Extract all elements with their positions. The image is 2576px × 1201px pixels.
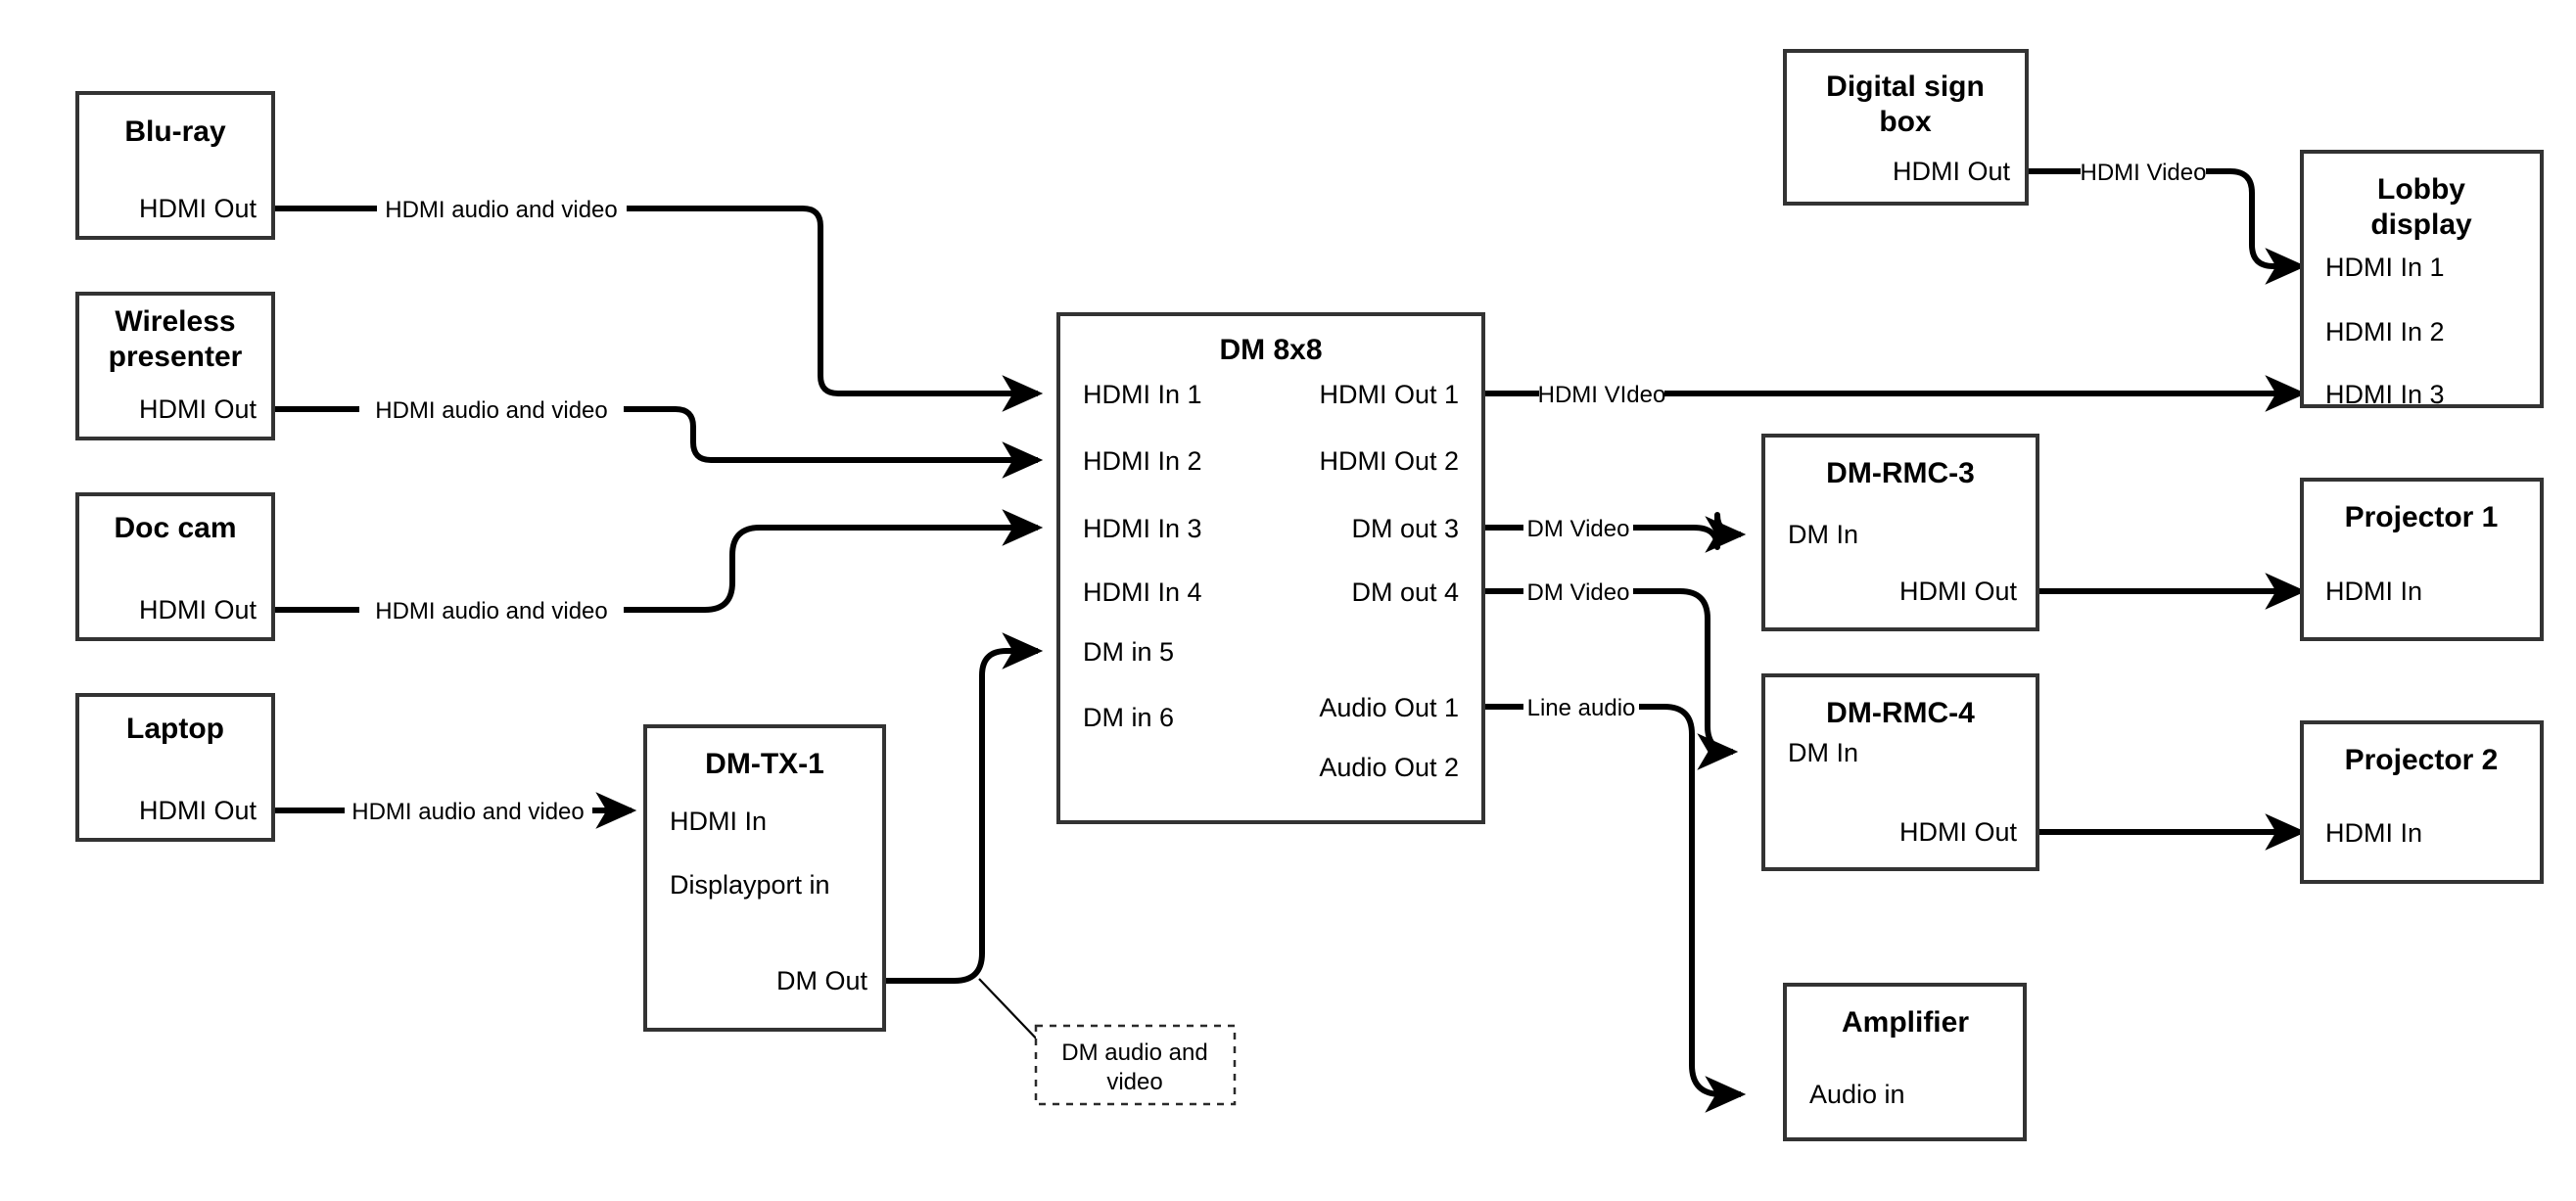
dm-tx-1-box[interactable] bbox=[643, 724, 886, 1032]
dm-rmc-4-port-hdmi-out: HDMI Out bbox=[1899, 817, 2018, 847]
note-line1: DM audio and bbox=[1061, 1039, 1207, 1066]
doc-cam-title: Doc cam bbox=[114, 512, 236, 544]
note-box bbox=[1034, 1024, 1237, 1106]
dm-8x8-box[interactable] bbox=[1056, 312, 1485, 824]
projector-1-title: Projector 1 bbox=[2345, 501, 2499, 533]
dm-tx-1-port-displayport-in: Displayport in bbox=[670, 870, 830, 900]
edge-signbox-to-lobby bbox=[2027, 168, 2307, 285]
node-dm-rmc-4[interactable]: DM-RMC-4 DM In HDMI Out bbox=[1761, 673, 2039, 871]
projector-1-box[interactable] bbox=[2300, 478, 2544, 641]
dm-8x8-port-dm-in-5: DM in 5 bbox=[1083, 637, 1174, 667]
edge-label-dmout3-to-rmc3: DM Video bbox=[1527, 516, 1630, 542]
edge-doccam-to-dm8x8 bbox=[194, 509, 1044, 613]
dm-8x8-port-hdmi-in-3: HDMI In 3 bbox=[1083, 514, 1202, 543]
dm-rmc-4-title: DM-RMC-4 bbox=[1826, 697, 1975, 729]
dm-8x8-port-dm-out-3: DM out 3 bbox=[1351, 514, 1459, 543]
edge-dmout3-to-rmc3 bbox=[1483, 512, 1747, 553]
dm-8x8-title: DM 8x8 bbox=[1219, 334, 1322, 366]
digital-sign-box-title-line2: box bbox=[1879, 106, 1932, 138]
edge-label-laptop-to-dmtx1: HDMI audio and video bbox=[351, 799, 584, 825]
edge-audioout1-to-amplifier bbox=[1483, 704, 1747, 1113]
node-amplifier[interactable]: Amplifier Audio in bbox=[1783, 983, 2027, 1141]
doc-cam-port-hdmi-out: HDMI Out bbox=[139, 595, 258, 624]
amplifier-title: Amplifier bbox=[1842, 1006, 1969, 1039]
edge-wireless-to-dm8x8 bbox=[194, 406, 1044, 479]
laptop-title: Laptop bbox=[126, 713, 224, 745]
node-doc-cam[interactable]: Doc cam HDMI Out bbox=[75, 492, 275, 641]
wireless-presenter-title-line2: presenter bbox=[109, 341, 243, 373]
node-projector-1[interactable]: Projector 1 HDMI In bbox=[2300, 478, 2544, 641]
dm-8x8-port-hdmi-in-2: HDMI In 2 bbox=[1083, 446, 1202, 476]
dm-tx-1-port-hdmi-in: HDMI In bbox=[670, 807, 767, 836]
lobby-display-port-hdmi-in-3: HDMI In 3 bbox=[2325, 380, 2445, 409]
node-wireless-presenter[interactable]: Wireless presenter HDMI Out bbox=[75, 292, 275, 440]
projector-2-title: Projector 2 bbox=[2345, 744, 2499, 776]
laptop-port-hdmi-out: HDMI Out bbox=[139, 796, 258, 825]
node-lobby-display[interactable]: Lobby display HDMI In 1 HDMI In 2 HDMI I… bbox=[2300, 150, 2544, 409]
dm-rmc-4-port-dm-in: DM In bbox=[1788, 738, 1858, 767]
edge-label-doccam-to-dm8x8: HDMI audio and video bbox=[375, 598, 607, 624]
dm-rmc-3-port-hdmi-out: HDMI Out bbox=[1899, 577, 2018, 606]
node-dm-tx-1[interactable]: DM-TX-1 HDMI In Displayport in DM Out bbox=[643, 724, 886, 1032]
dm-rmc-4-box[interactable] bbox=[1761, 673, 2039, 871]
lobby-display-title-line1: Lobby bbox=[2377, 173, 2465, 206]
dm-rmc-3-box[interactable] bbox=[1761, 434, 2039, 631]
dm-8x8-port-audio-out-1: Audio Out 1 bbox=[1319, 693, 1459, 722]
lobby-display-title-line2: display bbox=[2370, 208, 2472, 241]
laptop-box[interactable] bbox=[75, 693, 275, 842]
edge-label-bluray-to-dm8x8: HDMI audio and video bbox=[385, 197, 617, 223]
digital-sign-box-title-line1: Digital sign bbox=[1826, 70, 1985, 103]
amplifier-box[interactable] bbox=[1783, 983, 2027, 1141]
edge-label-dmout4-to-rmc4: DM Video bbox=[1527, 579, 1630, 606]
lobby-display-port-hdmi-in-2: HDMI In 2 bbox=[2325, 317, 2445, 346]
dm-8x8-port-dm-out-4: DM out 4 bbox=[1351, 577, 1459, 607]
doc-cam-box[interactable] bbox=[75, 492, 275, 641]
edge-label-signbox-to-lobby: HDMI Video bbox=[2081, 160, 2207, 186]
projector-2-port-hdmi-in: HDMI In bbox=[2325, 818, 2422, 848]
projector-2-box[interactable] bbox=[2300, 720, 2544, 884]
dm-8x8-port-dm-in-6: DM in 6 bbox=[1083, 703, 1174, 732]
bluray-box[interactable] bbox=[75, 91, 275, 240]
node-dm-8x8[interactable]: DM 8x8 HDMI In 1 HDMI In 2 HDMI In 3 HDM… bbox=[1056, 312, 1485, 824]
dm-rmc-3-port-dm-in: DM In bbox=[1788, 520, 1858, 549]
node-digital-sign-box[interactable]: Digital sign box HDMI Out bbox=[1783, 49, 2029, 206]
edge-label-audioout1-to-amplifier: Line audio bbox=[1527, 695, 1636, 721]
node-laptop[interactable]: Laptop HDMI Out bbox=[75, 693, 275, 842]
dm-8x8-port-hdmi-out-1: HDMI Out 1 bbox=[1319, 380, 1459, 409]
bluray-title: Blu-ray bbox=[124, 115, 226, 148]
edge-label-hdmiout1-to-lobby: HDMI VIdeo bbox=[1538, 382, 1666, 408]
amplifier-port-audio-in: Audio in bbox=[1809, 1080, 1905, 1109]
wireless-presenter-box[interactable] bbox=[75, 292, 275, 440]
digital-sign-box-port-hdmi-out: HDMI Out bbox=[1893, 157, 2011, 186]
dm-tx-1-port-dm-out: DM Out bbox=[776, 966, 868, 995]
digital-sign-box-box[interactable] bbox=[1783, 49, 2029, 206]
projector-1-port-hdmi-in: HDMI In bbox=[2325, 577, 2422, 606]
dm-8x8-port-hdmi-out-2: HDMI Out 2 bbox=[1319, 446, 1459, 476]
dm-8x8-port-hdmi-in-1: HDMI In 1 bbox=[1083, 380, 1202, 409]
lobby-display-port-hdmi-in-1: HDMI In 1 bbox=[2325, 253, 2445, 282]
node-bluray[interactable]: Blu-ray HDMI Out bbox=[75, 91, 275, 240]
node-dm-rmc-3[interactable]: DM-RMC-3 DM In HDMI Out bbox=[1761, 434, 2039, 631]
dm-8x8-port-hdmi-in-4: HDMI In 4 bbox=[1083, 577, 1202, 607]
note-dm-audio-and-video: DM audio and video bbox=[1034, 1024, 1237, 1106]
lobby-display-box[interactable] bbox=[2300, 150, 2544, 408]
note-line2: video bbox=[1106, 1069, 1162, 1095]
dm-tx-1-title: DM-TX-1 bbox=[705, 748, 824, 780]
dm-8x8-port-audio-out-2: Audio Out 2 bbox=[1319, 753, 1459, 782]
bluray-port-hdmi-out: HDMI Out bbox=[139, 194, 258, 223]
edge-dmtx1-to-dm8x8 bbox=[884, 632, 1044, 1046]
wireless-presenter-port-hdmi-out: HDMI Out bbox=[139, 394, 258, 424]
edge-dmout4-to-rmc4 bbox=[1483, 588, 1739, 770]
dm-rmc-3-title: DM-RMC-3 bbox=[1826, 457, 1975, 489]
wireless-presenter-title-line1: Wireless bbox=[115, 305, 235, 338]
edge-label-wireless-to-dm8x8: HDMI audio and video bbox=[375, 397, 607, 424]
edge-bluray-to-dm8x8 bbox=[194, 206, 1044, 412]
node-projector-2[interactable]: Projector 2 HDMI In bbox=[2300, 720, 2544, 884]
